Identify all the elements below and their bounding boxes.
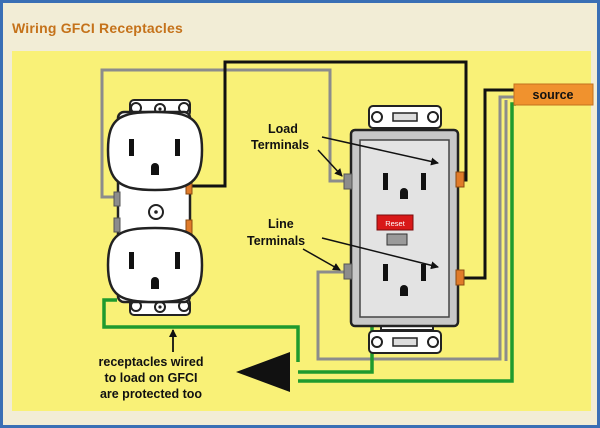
load-arrow-to-hot xyxy=(321,136,439,166)
hot-wire-line xyxy=(458,88,516,280)
duplex-receptacle xyxy=(106,99,204,316)
load-terminal-neutral xyxy=(343,173,353,190)
load-label-line2: Terminals xyxy=(251,138,309,152)
diagram-panel xyxy=(12,51,591,411)
line-arrow-to-hot xyxy=(321,237,439,270)
line-terminals-callout: Line Terminals xyxy=(247,217,439,271)
load-label-line1: Load xyxy=(268,122,298,136)
reset-button-label: Reset xyxy=(385,219,406,228)
load-arrow-to-neutral xyxy=(317,149,343,177)
load-terminal-hot xyxy=(455,171,465,188)
gfci-receptacle: Reset xyxy=(343,105,465,354)
lower-outlet-face xyxy=(106,226,204,304)
hot-wires xyxy=(187,60,516,280)
gfci-upper-outlet xyxy=(383,173,426,199)
gfci-bottom-mounting-tab xyxy=(368,330,442,354)
line-label-line2: Terminals xyxy=(247,234,305,248)
neutral-wire-line-inner xyxy=(316,95,516,361)
protected-receptacles-note: receptacles wired to load on GFCI are pr… xyxy=(99,329,204,401)
upper-outlet-face xyxy=(106,110,204,192)
note-line3: are protected too xyxy=(100,387,202,401)
gfci-lower-outlet xyxy=(383,264,426,296)
line-arrow-to-neutral xyxy=(302,248,341,271)
left-terminal-screw-lower xyxy=(113,217,121,233)
neutral-wire-load-jumper xyxy=(100,68,346,199)
note-line1: receptacles wired xyxy=(99,355,204,369)
test-button xyxy=(386,233,408,246)
load-terminals-callout: Load Terminals xyxy=(251,122,439,177)
ground-wire-receptacle xyxy=(102,298,300,362)
ground-wire-gfci xyxy=(298,325,374,374)
note-line2: to load on GFCI xyxy=(104,371,197,385)
line-terminal-hot xyxy=(455,269,465,286)
pointer-triangle xyxy=(236,352,290,392)
hot-wire-load-jumper xyxy=(187,60,468,188)
left-terminal-screw-upper xyxy=(113,191,121,207)
source-box: source xyxy=(513,83,594,106)
gfci-top-mounting-tab xyxy=(368,105,442,129)
neutral-wires xyxy=(100,68,516,361)
line-terminal-neutral xyxy=(343,263,353,280)
reset-button xyxy=(376,214,414,231)
source-label: source xyxy=(533,88,574,102)
page-title: Wiring GFCI Receptacles xyxy=(12,20,183,36)
line-label-line1: Line xyxy=(268,217,294,231)
